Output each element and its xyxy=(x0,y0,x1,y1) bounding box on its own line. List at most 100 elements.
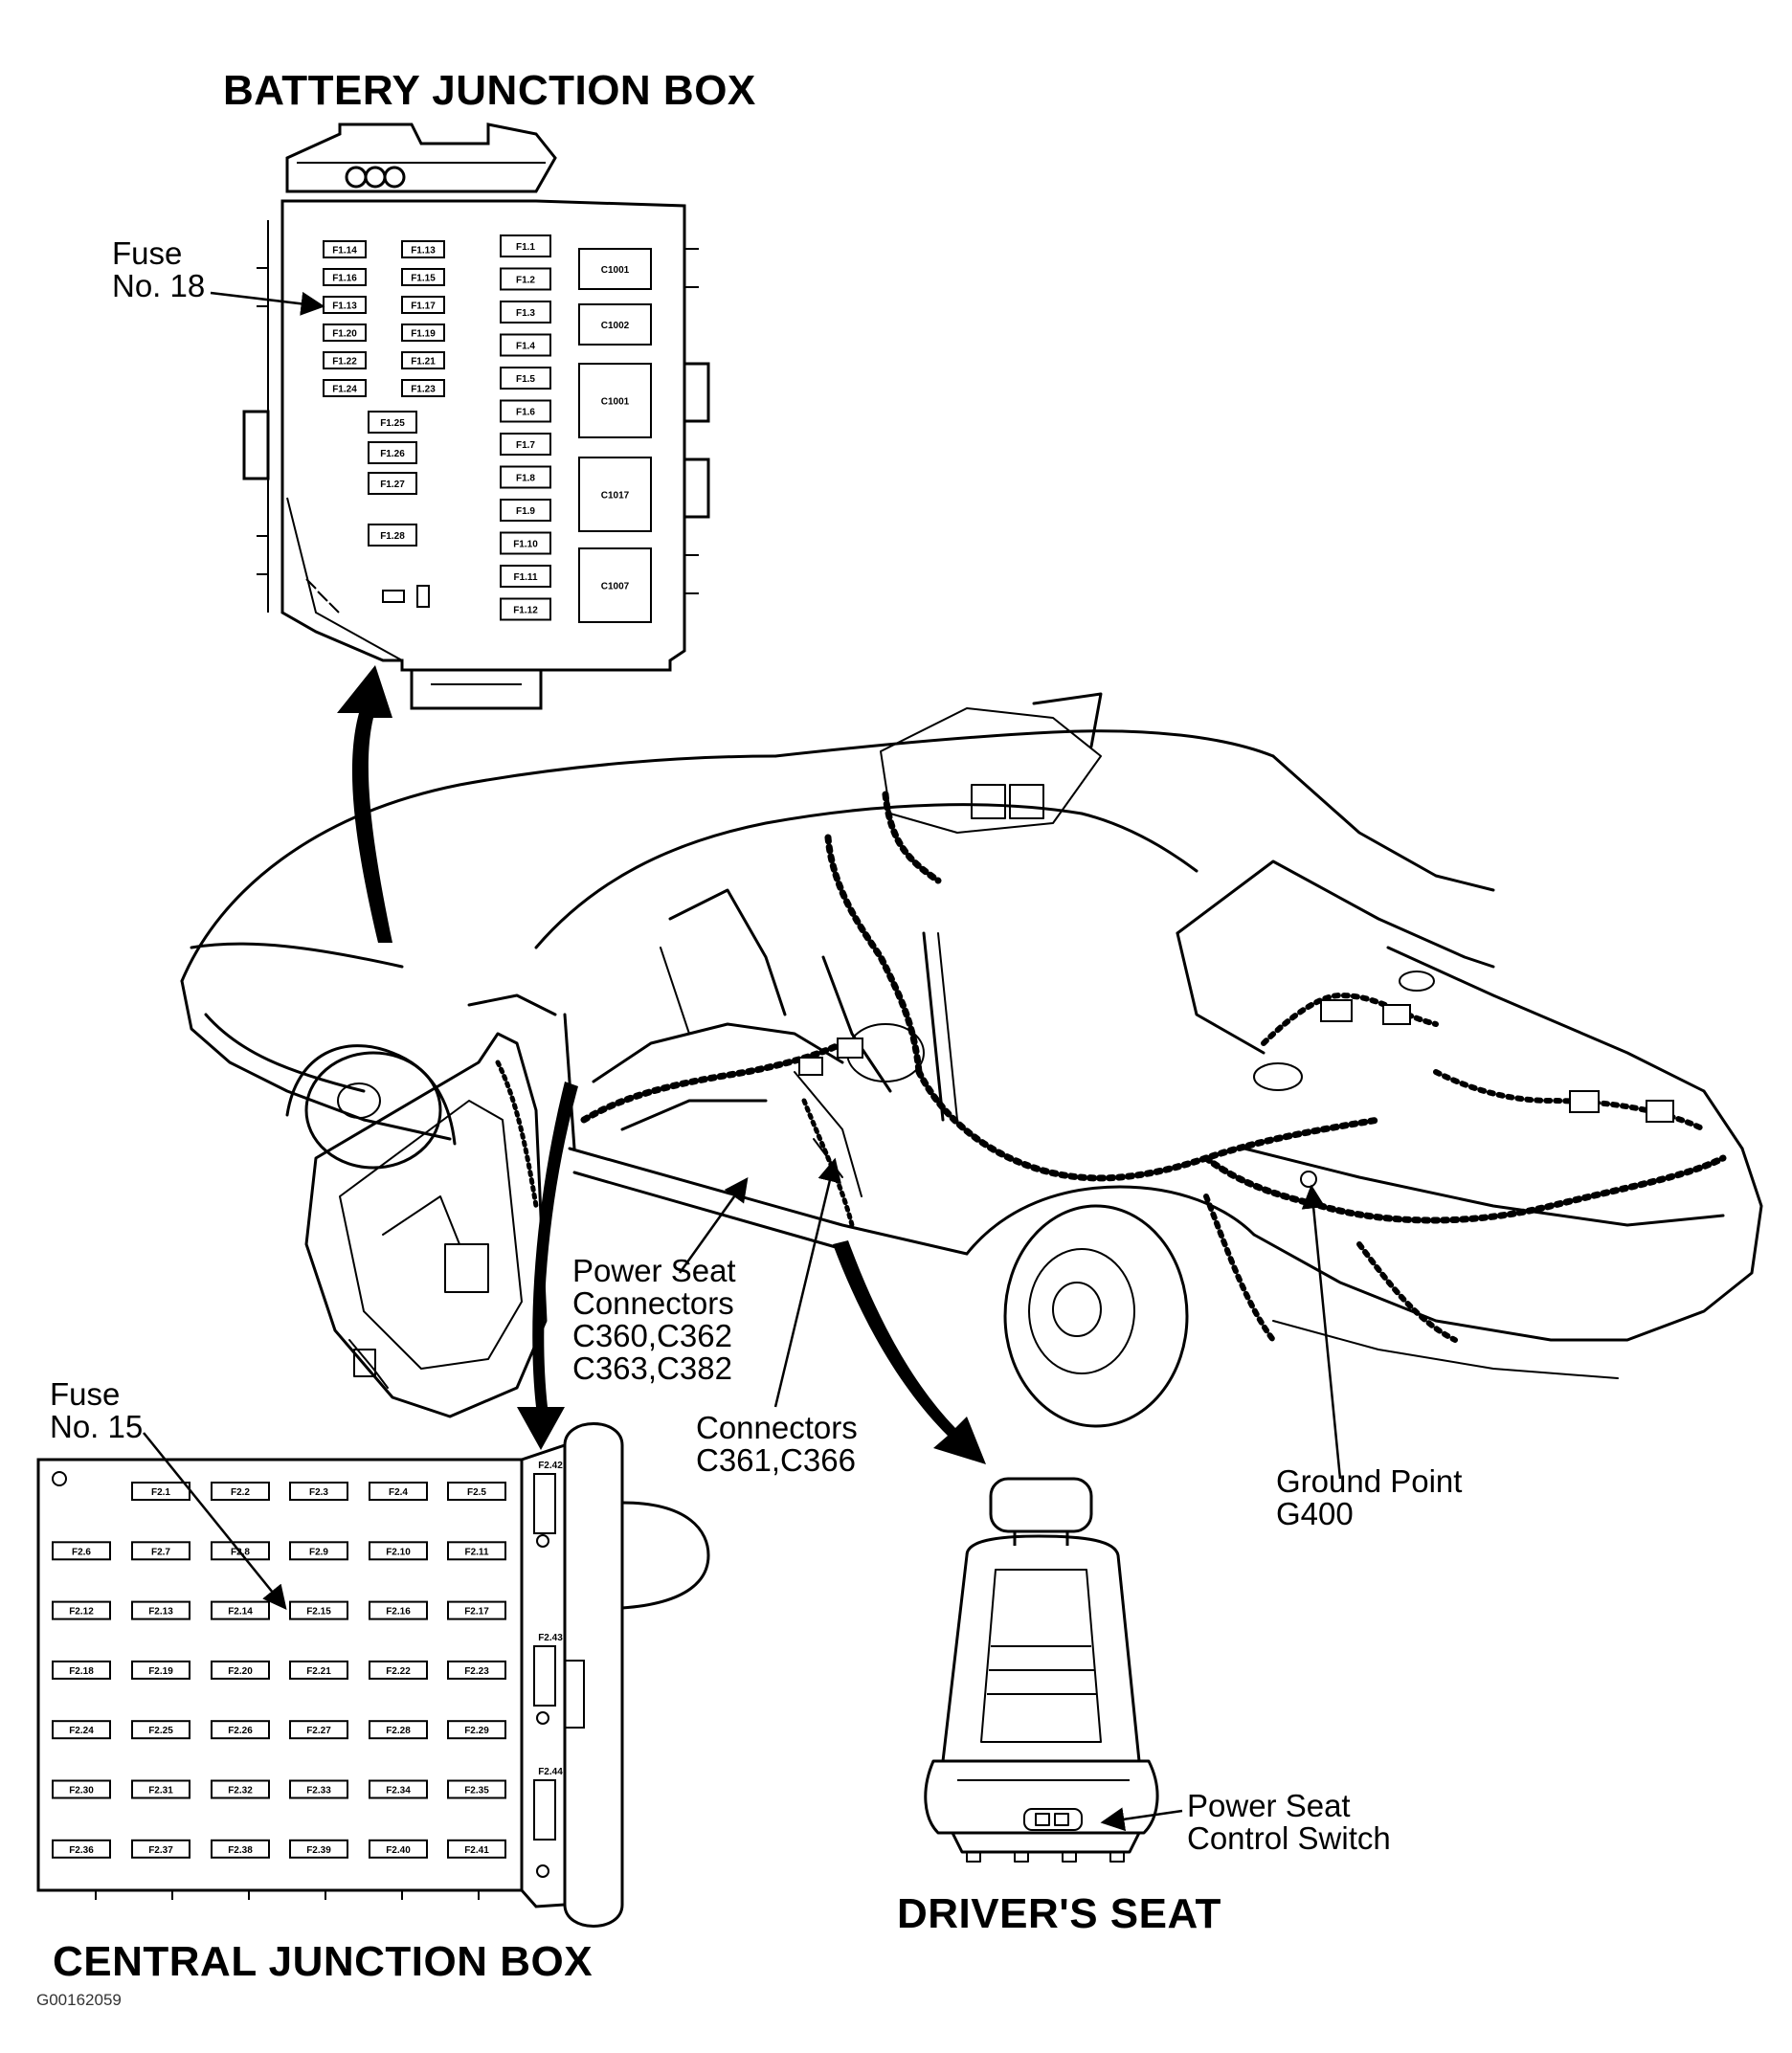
fuse-18-leader xyxy=(210,291,325,316)
central-fuse-outline xyxy=(369,1779,428,1799)
central-fuse: F2.19 xyxy=(131,1660,190,1680)
battery-fuse-label: F1.25 xyxy=(380,418,405,429)
battery-fuse: F1.14 xyxy=(323,240,367,258)
battery-fuse-label: F1.4 xyxy=(516,342,535,352)
central-fuse-outline xyxy=(52,1541,111,1561)
fuse-15-leader xyxy=(143,1432,287,1610)
battery-fuse-label: F1.27 xyxy=(380,480,405,490)
central-fuse-outline xyxy=(131,1839,190,1859)
battery-fuse-outline xyxy=(368,524,417,547)
battery-fuse-label: F1.10 xyxy=(513,540,538,550)
central-fuse-label: F2.15 xyxy=(306,1607,331,1618)
battery-fuse-label: F1.3 xyxy=(516,308,535,319)
battery-fuse-label: F1.13 xyxy=(411,246,436,257)
battery-fuse: F1.12 xyxy=(500,597,551,621)
central-fuse-outline xyxy=(211,1660,270,1680)
central-fuse-label: F2.23 xyxy=(464,1666,489,1677)
battery-relay: C1017 xyxy=(578,457,652,532)
central-fuse-outline xyxy=(369,1600,428,1620)
central-fuse: F2.27 xyxy=(289,1720,348,1740)
connectors-line2: C361,C366 xyxy=(696,1442,856,1478)
battery-fuse: F1.19 xyxy=(401,324,445,342)
central-fuse: F2.35 xyxy=(447,1779,506,1799)
ground-point-line1: Ground Point xyxy=(1276,1463,1463,1499)
battery-junction-box-title: BATTERY JUNCTION BOX xyxy=(223,67,756,114)
battery-fuse-label: F1.28 xyxy=(380,531,405,542)
battery-fuse-label: F1.6 xyxy=(516,408,535,418)
central-fuse-label: F2.11 xyxy=(464,1547,488,1557)
central-fuse-outline xyxy=(447,1482,506,1501)
central-fuse-outline xyxy=(211,1839,270,1859)
battery-fuse-outline xyxy=(323,240,367,258)
central-side-fuse-label: F2.44 xyxy=(538,1767,563,1777)
battery-junction-box xyxy=(242,123,710,710)
fuse-18-line1: Fuse xyxy=(112,235,183,271)
central-fuse-label: F2.39 xyxy=(306,1845,331,1856)
fuse-15-line1: Fuse xyxy=(50,1376,121,1412)
battery-fuse: F1.7 xyxy=(500,433,551,456)
ground-point-line2: G400 xyxy=(1276,1496,1354,1531)
central-side-fuse-label: F2.43 xyxy=(538,1633,563,1643)
battery-relay-label: C1001 xyxy=(601,397,630,408)
central-fuse-label: F2.24 xyxy=(69,1726,94,1736)
battery-fuse-outline xyxy=(500,531,551,555)
central-fuse: F2.9 xyxy=(289,1541,348,1561)
central-fuse: F2.37 xyxy=(131,1839,190,1859)
central-fuse-label: F2.38 xyxy=(228,1845,253,1856)
central-fuse-label: F2.17 xyxy=(464,1607,489,1618)
battery-fuse: F1.24 xyxy=(323,379,367,397)
battery-fuse: F1.3 xyxy=(500,301,551,324)
central-fuse-label: F2.32 xyxy=(228,1786,253,1796)
battery-relay: C1001 xyxy=(578,363,652,438)
battery-fuse-outline xyxy=(368,411,417,434)
central-fuse: F2.5 xyxy=(447,1482,506,1501)
drivers-seat-title: DRIVER'S SEAT xyxy=(897,1890,1221,1937)
battery-fuse-label: F1.13 xyxy=(332,301,357,312)
central-fuse-label: F2.30 xyxy=(69,1786,94,1796)
battery-fuse: F1.9 xyxy=(500,499,551,522)
battery-fuse: F1.28 xyxy=(368,524,417,547)
central-fuse-outline xyxy=(369,1720,428,1740)
central-junction-box xyxy=(36,1422,710,1928)
central-fuse-outline xyxy=(289,1600,348,1620)
central-fuse-outline xyxy=(369,1660,428,1680)
central-fuse: F2.2 xyxy=(211,1482,270,1501)
central-fuse-label: F2.27 xyxy=(306,1726,331,1736)
battery-fuse-outline xyxy=(401,379,445,397)
central-fuse-outline xyxy=(131,1600,190,1620)
central-fuse-label: F2.21 xyxy=(306,1666,331,1677)
central-fuse: F2.10 xyxy=(369,1541,428,1561)
battery-relay-outline xyxy=(578,457,652,532)
battery-fuse-label: F1.9 xyxy=(516,506,535,517)
central-fuse-outline xyxy=(289,1482,348,1501)
battery-relay-label: C1001 xyxy=(601,265,630,276)
central-fuse-outline xyxy=(447,1541,506,1561)
central-fuse: F2.29 xyxy=(447,1720,506,1740)
power-seat-connectors-line1: Power Seat xyxy=(572,1253,736,1288)
battery-fuse-outline xyxy=(368,472,417,495)
battery-fuse-outline xyxy=(500,333,551,357)
central-fuse: F2.23 xyxy=(447,1660,506,1680)
central-fuse: F2.20 xyxy=(211,1660,270,1680)
battery-fuse: F1.5 xyxy=(500,367,551,390)
wiring-harness xyxy=(495,791,1727,1343)
central-side-fuse-slot xyxy=(533,1645,556,1707)
central-fuse: F2.40 xyxy=(369,1839,428,1859)
battery-fuse: F1.16 xyxy=(323,268,367,286)
battery-fuse-outline xyxy=(368,441,417,464)
central-fuse-label: F2.22 xyxy=(386,1666,411,1677)
central-fuse-outline xyxy=(289,1779,348,1799)
battery-fuse-label: F1.12 xyxy=(513,606,538,616)
battery-relay: C1001 xyxy=(578,248,652,290)
battery-fuse: F1.21 xyxy=(401,351,445,369)
central-fuse-grid: F2.1F2.2F2.3F2.4F2.5F2.6F2.7F2.8F2.9F2.1… xyxy=(52,1461,563,1859)
battery-fuse-label: F1.2 xyxy=(516,276,535,286)
battery-fuse-label: F1.16 xyxy=(332,274,357,284)
battery-relay-label: C1017 xyxy=(601,491,630,502)
central-fuse-outline xyxy=(52,1839,111,1859)
battery-fuse: F1.13 xyxy=(323,296,367,314)
central-fuse-label: F2.37 xyxy=(148,1845,173,1856)
central-fuse-outline xyxy=(52,1660,111,1680)
fuse-15-line2: No. 15 xyxy=(50,1409,144,1444)
